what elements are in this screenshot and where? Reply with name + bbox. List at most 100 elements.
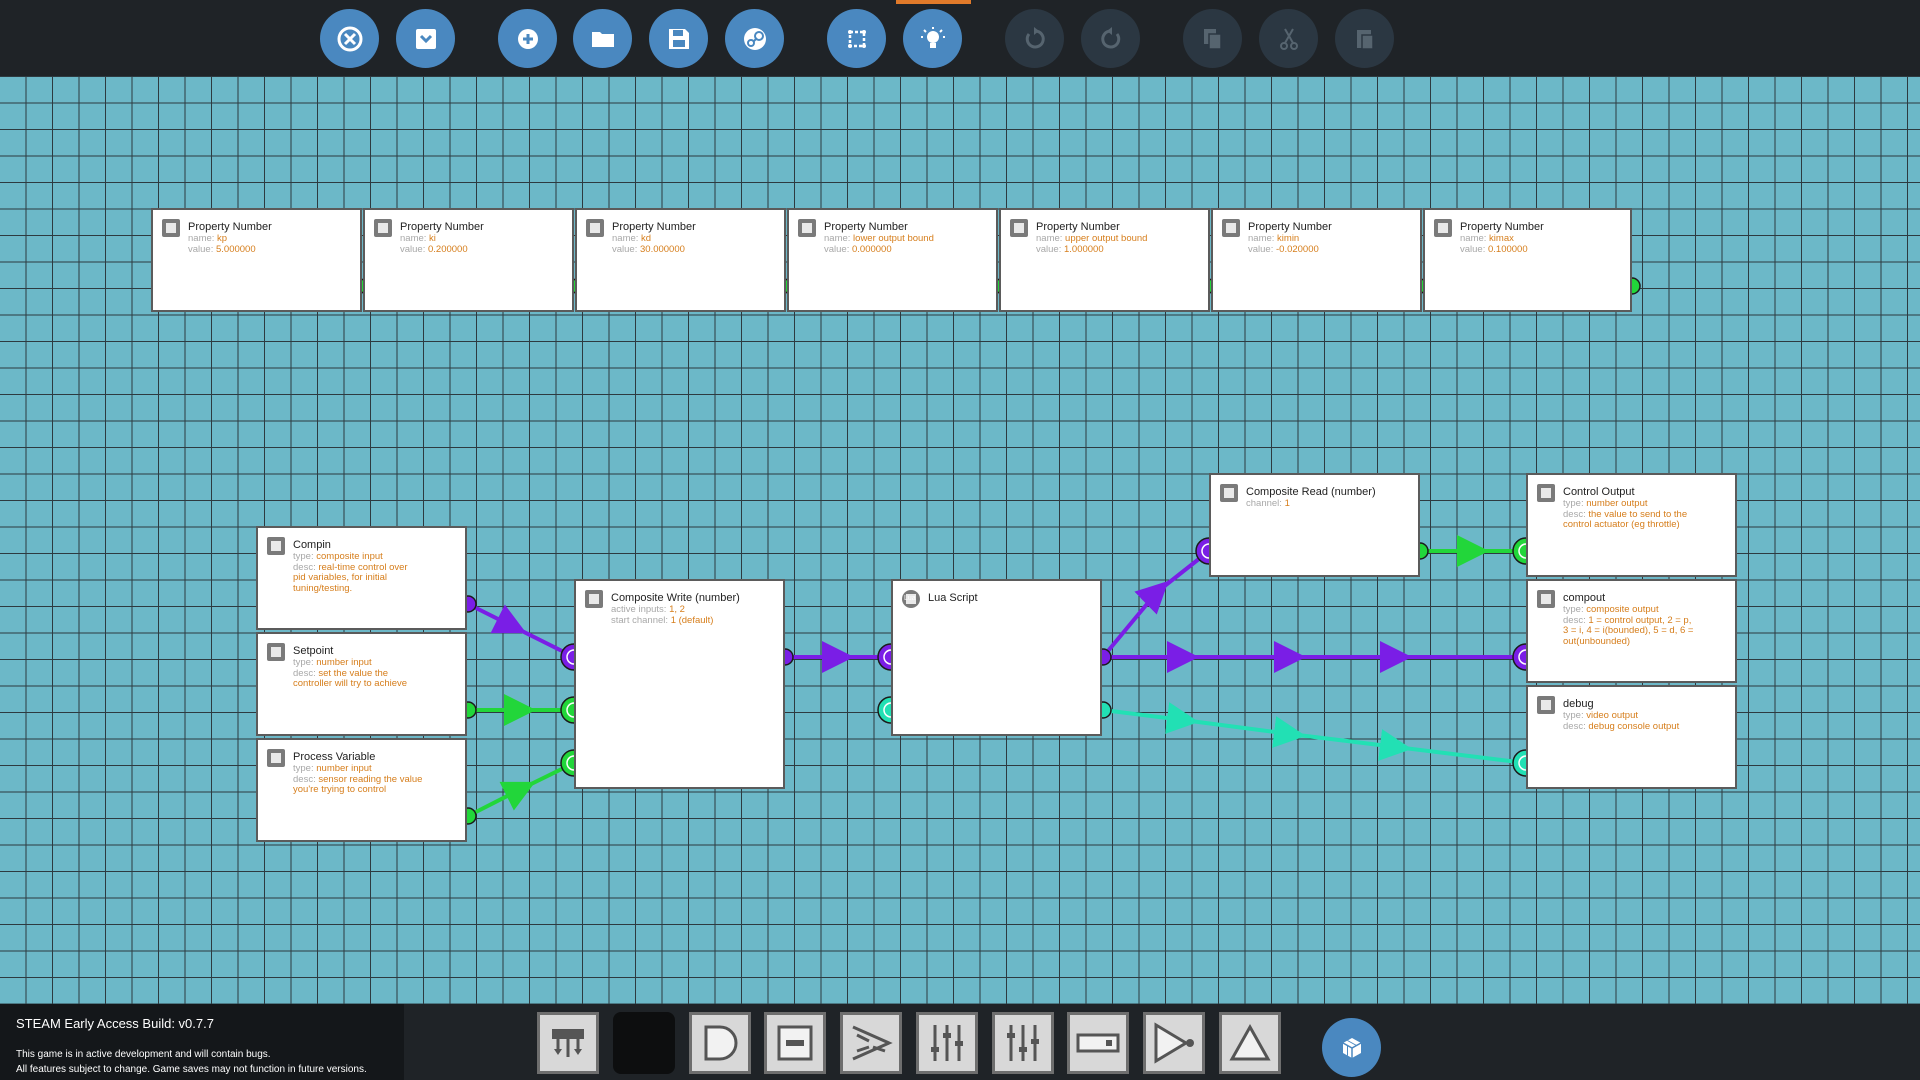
redo-icon [1100,26,1120,48]
wire-pv-to-write[interactable] [467,761,575,818]
name-label: name: [612,233,639,244]
routing-icon [852,1025,893,1061]
new-button[interactable] [498,9,557,68]
composite-read-node[interactable]: Composite Read (number) channel: 1 [1209,473,1420,577]
lua-script-node[interactable]: Lua Lua Script [891,579,1102,736]
property-node-kp[interactable]: Property Number name: kp value: 5.000000 [151,208,362,312]
output-icon [1537,590,1555,608]
undo-icon [1025,26,1045,48]
property-node-upper-bound[interactable]: Property Number name: upper output bound… [999,208,1210,312]
output-icon [1537,696,1555,714]
property-value: 0.100000 [1488,243,1528,255]
io-category-button[interactable] [537,1012,599,1074]
floppy-icon [668,28,689,49]
select-button[interactable] [827,9,886,68]
redo-button[interactable] [1081,9,1140,68]
compout-output-node[interactable]: compout type: composite output desc: 1 =… [1526,579,1737,683]
property-name: kd [641,233,652,244]
mixer-category-button[interactable] [916,1012,978,1074]
start-channel-label: start channel: [611,614,669,626]
node-canvas[interactable]: Property Number name: kp value: 5.000000… [0,76,1920,1004]
name-label: name: [400,233,427,244]
compin-input-node[interactable]: Compin type: composite input desc: real-… [256,526,467,630]
control-output-node[interactable]: Control Output type: number output desc:… [1526,473,1737,577]
collapse-button[interactable] [396,9,455,68]
node-title: Control Output [1563,486,1635,498]
debug-output-node[interactable]: debug type: video output desc: debug con… [1526,685,1737,789]
node-desc: real-time control over [318,561,408,573]
type-label: type: [1563,498,1584,509]
name-label: name: [1248,233,1275,244]
bottom-round-button[interactable] [1322,1018,1381,1077]
node-desc: sensor reading the value [318,773,423,785]
build-version: STEAM Early Access Build: v0.7.7 [16,1016,214,1031]
property-value: -0.020000 [1276,243,1319,255]
property-value: 30.000000 [640,243,685,255]
property-name: ki [429,233,436,244]
paste-button[interactable] [1335,9,1394,68]
triangle-icon [1229,1023,1271,1061]
composite-write-node[interactable]: Composite Write (number) active inputs: … [574,579,785,789]
node-title: Process Variable [293,751,376,763]
delta-category-button[interactable] [1219,1012,1281,1074]
wire-lua-to-debug[interactable] [1102,702,1527,765]
chevron-down-box-icon [415,28,436,49]
desc-label: desc: [293,561,316,573]
logic-gate-category-button[interactable] [689,1012,751,1074]
and-gate-icon [704,1025,738,1061]
script-category-button[interactable] [1143,1012,1205,1074]
process-variable-input-node[interactable]: Process Variable type: number input desc… [256,738,467,842]
node-title: Setpoint [293,645,334,657]
arithmetic-category-button[interactable] [764,1012,826,1074]
property-node-ki[interactable]: Property Number name: ki value: 0.200000 [363,208,574,312]
steam-button[interactable] [725,9,784,68]
property-node-kimax[interactable]: Property Number name: kimax value: 0.100… [1423,208,1632,312]
property-node-kimin[interactable]: Property Number name: kimin value: -0.02… [1211,208,1422,312]
input-block-category-button[interactable] [1067,1012,1129,1074]
property-name: lower output bound [853,233,934,244]
selection-icon [847,29,866,48]
type-label: type: [293,551,314,562]
top-toolbar [0,0,1920,76]
active-inputs-value: 1, 2 [669,604,685,615]
channel-value: 1 [1284,498,1290,509]
node-type: number output [1586,498,1648,509]
empty-category-button[interactable] [613,1012,675,1074]
setpoint-input-node[interactable]: Setpoint type: number input desc: set th… [256,632,467,736]
property-node-kd[interactable]: Property Number name: kd value: 30.00000… [575,208,786,312]
routing-category-button[interactable] [840,1012,902,1074]
cut-button[interactable] [1259,9,1318,68]
minus-box-icon [777,1025,813,1061]
node-title: compout [1563,592,1606,604]
input-icon [267,749,285,767]
build-disclaimer-1: This game is in active development and w… [16,1049,271,1060]
copy-button[interactable] [1183,9,1242,68]
close-button[interactable] [320,9,379,68]
node-type: video output [1586,710,1639,721]
build-disclaimer-2: All features subject to change. Game sav… [16,1064,367,1075]
hint-button[interactable] [903,9,962,68]
input-icon [267,537,285,555]
open-button[interactable] [573,9,632,68]
close-icon [337,26,362,51]
plus-circle-icon [517,28,538,49]
output-icon [1537,484,1555,502]
node-desc: control actuator (eg throttle) [1563,519,1680,530]
desc-label: desc: [293,773,316,785]
copy-icon [1203,28,1222,50]
property-icon [798,219,816,237]
paste-icon [1356,29,1374,50]
property-name: kimin [1277,233,1300,244]
property-node-lower-bound[interactable]: Property Number name: lower output bound… [787,208,998,312]
wire-compin-to-write[interactable] [467,602,575,659]
undo-button[interactable] [1005,9,1064,68]
property-category-button[interactable] [992,1012,1054,1074]
scissors-icon [1279,28,1298,50]
composite-icon [585,590,603,608]
node-title: Property Number [824,221,908,233]
wire-lua-to-read[interactable] [1101,549,1211,659]
composite-icon [1220,484,1238,502]
value-label: value: [1460,243,1486,255]
save-button[interactable] [649,9,708,68]
value-label: value: [612,243,638,255]
